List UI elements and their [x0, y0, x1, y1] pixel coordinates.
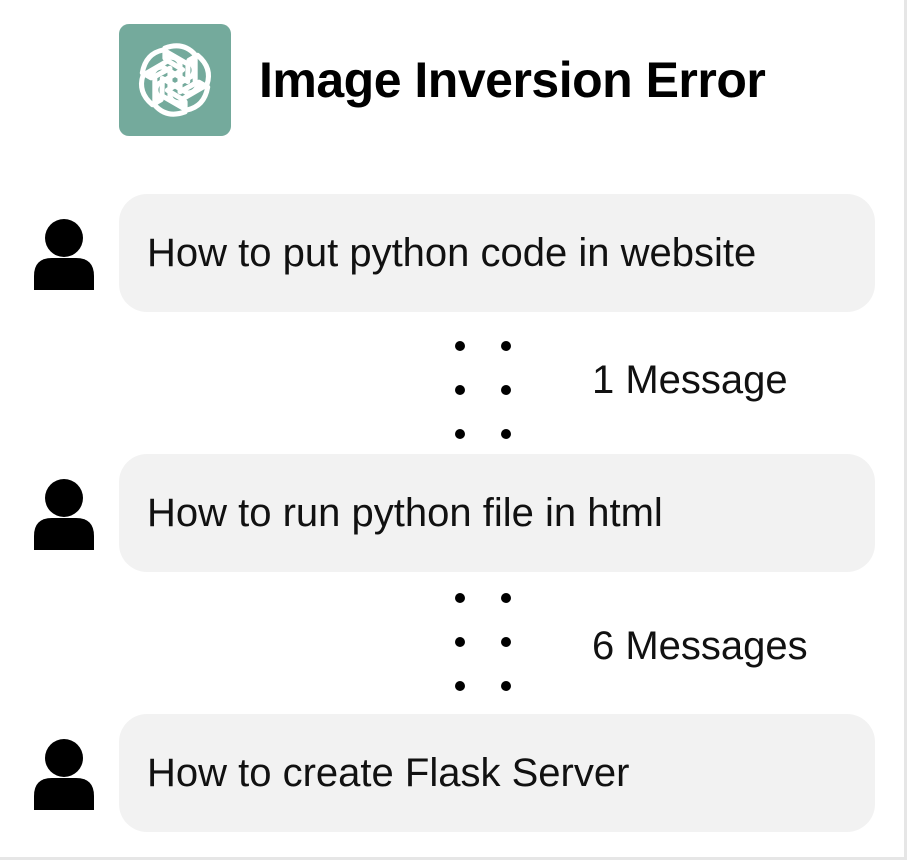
- user-icon: [32, 218, 96, 290]
- collapsed-count-label: 1 Message: [592, 358, 788, 402]
- user-message-bubble[interactable]: How to run python file in html: [119, 454, 875, 572]
- user-message-row: How to put python code in website: [0, 194, 907, 312]
- collapsed-count-label: 6 Messages: [592, 624, 808, 668]
- user-icon: [32, 738, 96, 810]
- collapsed-messages[interactable]: 6 Messages: [0, 582, 907, 692]
- user-message-row: How to run python file in html: [0, 454, 907, 572]
- ellipsis-icon: [450, 588, 520, 691]
- openai-logo-icon: [119, 24, 231, 136]
- conversation-header: Image Inversion Error: [119, 24, 766, 136]
- user-message-bubble[interactable]: How to create Flask Server: [119, 714, 875, 832]
- conversation-title: Image Inversion Error: [259, 52, 766, 108]
- ellipsis-icon: [450, 336, 520, 439]
- user-icon: [32, 478, 96, 550]
- user-message-row: How to create Flask Server: [0, 714, 907, 832]
- collapsed-messages[interactable]: 1 Message: [0, 330, 907, 440]
- user-message-bubble[interactable]: How to put python code in website: [119, 194, 875, 312]
